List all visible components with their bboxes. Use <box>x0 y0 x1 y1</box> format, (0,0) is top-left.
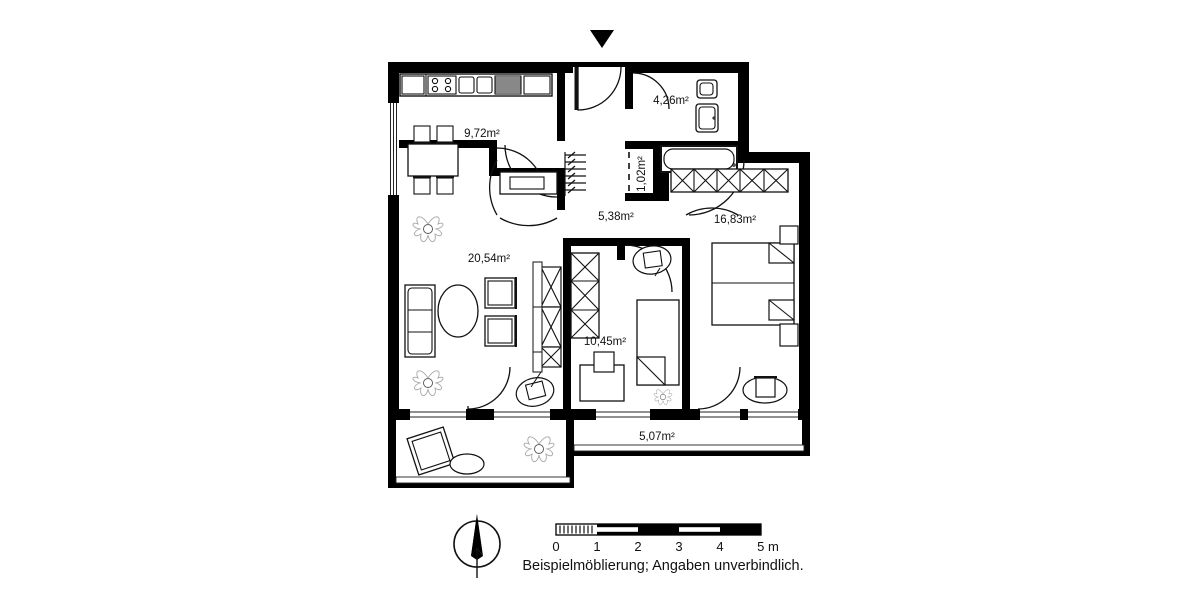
bedroom2-desk <box>579 351 625 402</box>
plant-icon <box>412 216 444 243</box>
coat-rack <box>564 151 586 196</box>
plant-icon <box>412 370 444 397</box>
room-labels: 9,72m² 4,26m² 1,02m² 5,38m² 16,83m² 20,5… <box>464 95 756 443</box>
scale-tick-2: 2 <box>634 539 641 554</box>
plant-icon <box>653 389 673 405</box>
hall-sideboard <box>499 171 558 195</box>
room-label-balcony: 5,07m² <box>639 431 675 443</box>
window-openings <box>388 103 805 484</box>
balcony-lounger <box>406 426 456 476</box>
bedroom2-chair <box>632 245 672 277</box>
living-room-armchair-corner <box>515 371 555 407</box>
room-label-kitchen: 9,72m² <box>464 128 500 140</box>
scale-tick-1: 1 <box>593 539 600 554</box>
living-room-shelf <box>532 261 562 373</box>
scale-seg-1-2 <box>597 524 638 535</box>
entrance-arrow <box>590 30 614 48</box>
room-label-bathroom: 4,26m² <box>653 95 689 107</box>
bedroom2-wardrobe <box>570 252 600 339</box>
plant-icons <box>412 216 673 463</box>
bedroom2-bed <box>636 299 680 386</box>
scale-seg-3-4 <box>679 524 720 535</box>
living-room-sofa <box>404 284 436 358</box>
room-label-wc-closet: 1,02m² <box>636 156 648 192</box>
furniture <box>399 73 799 476</box>
main-bedroom-bed <box>711 225 799 347</box>
living-room-armchairs <box>484 277 517 347</box>
scale-tick-5: 5 m <box>757 539 779 554</box>
dining-set <box>407 125 459 195</box>
room-label-hallway: 5,38m² <box>598 211 634 223</box>
balcony-table <box>449 453 485 475</box>
main-bedroom-seat <box>742 376 788 404</box>
scale-bar: 0 1 2 3 4 5 m <box>552 523 779 554</box>
scale-tick-0: 0 <box>552 539 559 554</box>
plant-icon <box>523 436 555 463</box>
living-room-coffee-table <box>437 284 479 338</box>
scale-seg-4-5 <box>720 524 761 535</box>
room-label-bedroom-main: 16,83m² <box>714 214 756 226</box>
scale-tick-4: 4 <box>716 539 723 554</box>
room-label-living-room: 20,54m² <box>468 253 510 265</box>
room-label-bedroom-2: 10,45m² <box>584 336 626 348</box>
north-arrow <box>453 514 501 578</box>
scale-seg-0-1 <box>557 525 597 534</box>
scale-tick-3: 3 <box>675 539 682 554</box>
kitchen-counter-run <box>399 73 553 97</box>
scale-seg-2-3 <box>638 524 679 535</box>
disclaimer-caption: Beispielmöblierung; Angaben unverbindlic… <box>522 558 803 574</box>
main-bedroom-wardrobe <box>670 168 789 193</box>
